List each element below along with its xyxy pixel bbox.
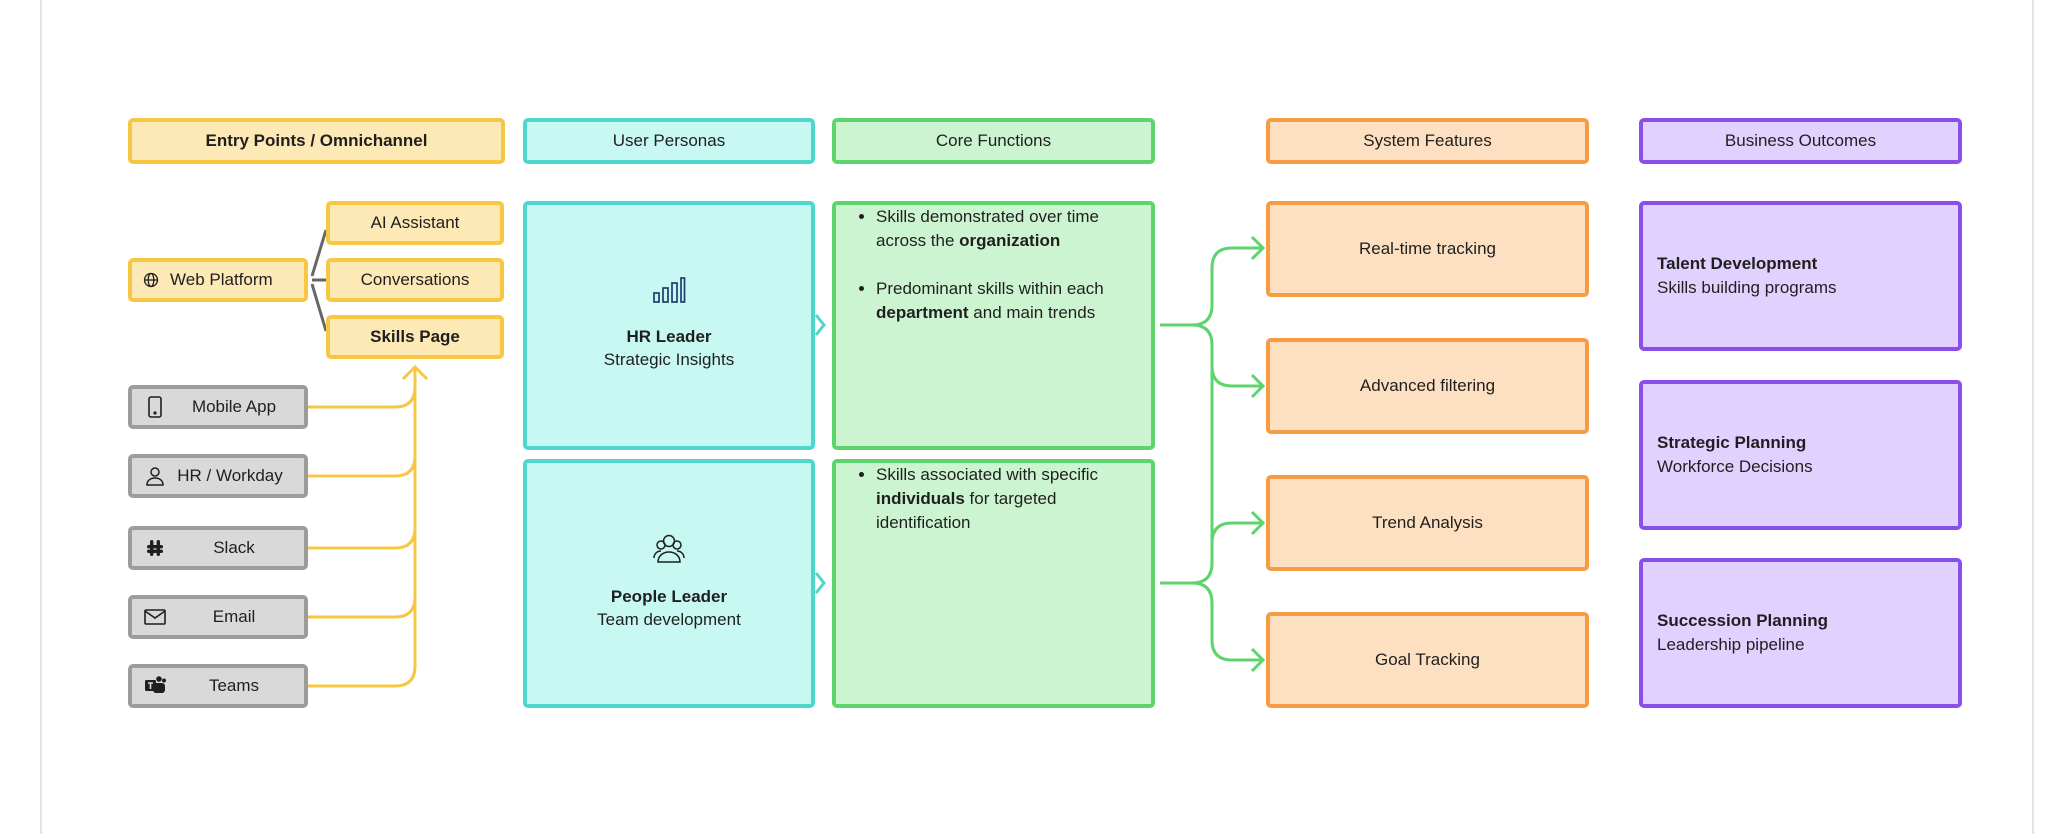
ai-assistant-label: AI Assistant — [370, 213, 460, 232]
connector-web-skills — [310, 283, 328, 332]
line-email — [307, 528, 417, 619]
skills-page-label: Skills Page — [370, 327, 460, 346]
web-platform-node[interactable]: Web Platform — [128, 258, 308, 302]
source-hr-workday[interactable]: HR / Workday — [128, 454, 308, 498]
web-item-ai-assistant[interactable]: AI Assistant — [326, 201, 504, 245]
feature-real-time-tracking: Real-time tracking — [1266, 201, 1589, 297]
functions-people-list: Skills associated with specific individu… — [856, 463, 1129, 535]
goal-tracking-label: Goal Tracking — [1375, 650, 1480, 669]
header-core-functions-label: Core Functions — [935, 131, 1052, 150]
hr-workday-label: HR / Workday — [177, 466, 283, 485]
trend-analysis-label: Trend Analysis — [1372, 513, 1483, 532]
feature-goal-tracking: Goal Tracking — [1266, 612, 1589, 708]
mobile-app-label: Mobile App — [191, 397, 277, 416]
outcome-strategic-planning: Strategic Planning Workforce Decisions — [1639, 380, 1962, 530]
right-border-line — [2032, 0, 2034, 834]
email-label: Email — [212, 607, 256, 626]
arrow-trend-analysis — [1250, 510, 1266, 536]
header-core-functions: Core Functions — [832, 118, 1155, 164]
functions-hr-leader: Skills demonstrated over time across the… — [832, 201, 1155, 450]
mail-icon — [142, 604, 168, 630]
source-teams[interactable]: Teams — [128, 664, 308, 708]
chevron-hr-to-functions — [814, 314, 826, 336]
person-icon — [142, 463, 168, 489]
line-slack — [307, 456, 417, 550]
feature-advanced-filtering: Advanced filtering — [1266, 338, 1589, 434]
line-teams — [307, 597, 417, 688]
source-slack[interactable]: Slack — [128, 526, 308, 570]
header-system-features: System Features — [1266, 118, 1589, 164]
header-business-outcomes-label: Business Outcomes — [1724, 131, 1877, 150]
arrow-to-skills-page — [401, 364, 429, 381]
branch-goal-tracking — [1160, 581, 1263, 662]
source-merge-lines — [307, 364, 429, 688]
people-leader-subtitle: Team development — [597, 609, 741, 629]
succession-planning-title: Succession Planning — [1657, 611, 1828, 630]
header-business-outcomes: Business Outcomes — [1639, 118, 1962, 164]
web-item-skills-page[interactable]: Skills Page — [326, 315, 504, 359]
header-system-features-label: System Features — [1363, 131, 1492, 150]
function-item: Predominant skills within each departmen… — [876, 277, 1129, 325]
teams-icon — [142, 673, 168, 699]
header-user-personas-label: User Personas — [612, 131, 726, 150]
header-user-personas: User Personas — [523, 118, 815, 164]
function-item: Skills associated with specific individu… — [876, 463, 1129, 535]
outcome-succession-planning: Succession Planning Leadership pipeline — [1639, 558, 1962, 708]
talent-development-title: Talent Development — [1657, 254, 1818, 273]
hr-leader-subtitle: Strategic Insights — [603, 349, 735, 369]
advanced-filtering-label: Advanced filtering — [1359, 376, 1496, 395]
web-platform-label: Web Platform — [170, 270, 273, 289]
strategic-planning-title: Strategic Planning — [1657, 433, 1807, 452]
outcome-talent-development: Talent Development Skills building progr… — [1639, 201, 1962, 351]
succession-planning-subtitle: Leadership pipeline — [1657, 635, 1805, 654]
persona-people-leader: People Leader Team development — [523, 459, 815, 708]
left-border-line — [40, 0, 42, 834]
source-mobile-app[interactable]: Mobile App — [128, 385, 308, 429]
branch-real-time-tracking — [1160, 246, 1263, 327]
slack-icon — [142, 535, 168, 561]
teams-label: Teams — [208, 676, 260, 695]
people-icon — [652, 532, 686, 569]
arrow-goal-tracking — [1250, 647, 1266, 673]
persona-hr-leader: HR Leader Strategic Insights — [523, 201, 815, 450]
feature-trend-analysis: Trend Analysis — [1266, 475, 1589, 571]
globe-icon — [142, 267, 160, 293]
line-mobile-app — [307, 368, 417, 409]
chevron-people-to-functions — [814, 572, 826, 594]
function-feature-branches — [1160, 235, 1266, 673]
branch-trend-analysis — [1160, 521, 1263, 585]
hr-leader-title: HR Leader — [626, 326, 712, 346]
source-email[interactable]: Email — [128, 595, 308, 639]
conversations-label: Conversations — [360, 270, 470, 289]
line-hr-workday — [307, 387, 417, 478]
connector-web-ai — [310, 229, 328, 277]
arrow-real-time-tracking — [1250, 235, 1266, 261]
header-entry-points: Entry Points / Omnichannel — [128, 118, 505, 164]
mobile-phone-icon — [142, 394, 168, 420]
bar-chart-icon — [652, 276, 686, 309]
real-time-tracking-label: Real-time tracking — [1359, 239, 1496, 258]
function-item: Skills demonstrated over time across the… — [876, 205, 1129, 253]
people-leader-title: People Leader — [610, 586, 728, 606]
header-entry-points-label: Entry Points / Omnichannel — [205, 131, 428, 150]
web-item-conversations[interactable]: Conversations — [326, 258, 504, 302]
functions-hr-list: Skills demonstrated over time across the… — [856, 205, 1129, 325]
functions-people-leader: Skills associated with specific individu… — [832, 459, 1155, 708]
slack-label: Slack — [213, 538, 255, 557]
arrow-advanced-filtering — [1250, 373, 1266, 399]
talent-development-subtitle: Skills building programs — [1657, 278, 1837, 297]
strategic-planning-subtitle: Workforce Decisions — [1657, 457, 1813, 476]
